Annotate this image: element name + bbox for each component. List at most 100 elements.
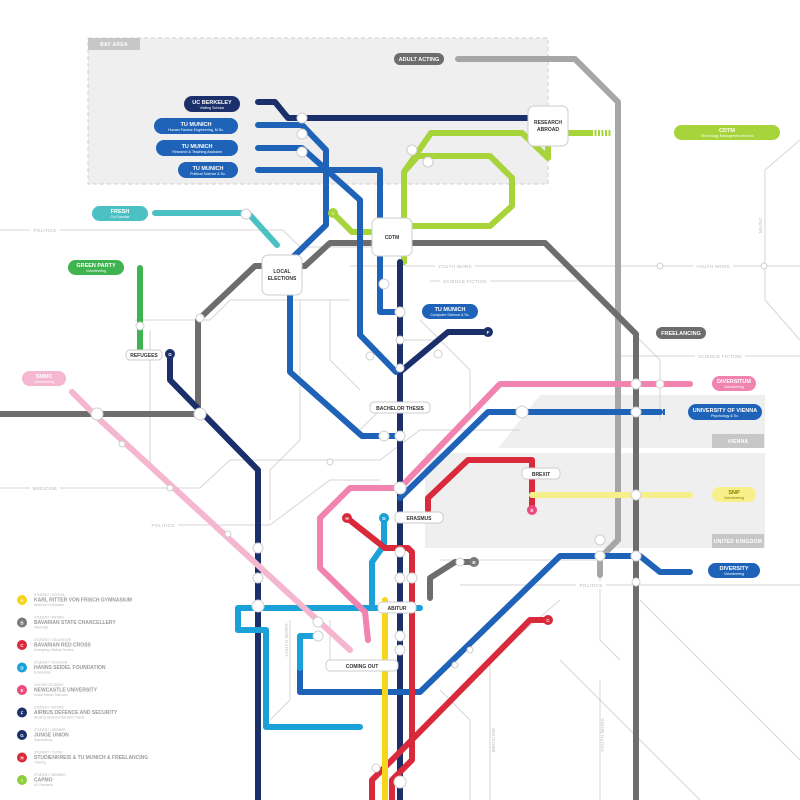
station-dot[interactable] (394, 306, 406, 318)
uk-label: UNITED KINGDOM (714, 539, 762, 545)
station-dot[interactable] (394, 572, 406, 584)
station-dot[interactable] (135, 321, 145, 331)
badge-chancellery[interactable] (469, 557, 479, 567)
station-dot[interactable] (630, 489, 642, 501)
legend-badge-letter: F (21, 711, 24, 716)
legend-badge (17, 640, 27, 650)
station-dot[interactable] (406, 144, 418, 156)
tum-cs-pill[interactable] (422, 304, 478, 319)
station-dot[interactable] (394, 644, 406, 656)
tum-2-pill[interactable] (156, 140, 238, 156)
station-dot[interactable] (451, 661, 459, 669)
station-dot[interactable] (406, 572, 418, 584)
badge-newcastle[interactable] (527, 505, 537, 515)
politics-label-2: POLITICS (152, 523, 175, 528)
station-dot[interactable] (594, 534, 606, 546)
station-dot[interactable] (326, 458, 334, 466)
station-dot[interactable] (252, 542, 264, 554)
station-dot[interactable] (395, 335, 405, 345)
badge-junge-union[interactable] (165, 349, 175, 359)
adult-acting-pill[interactable] (394, 53, 444, 65)
fresh-pill[interactable] (92, 206, 148, 221)
green-party-pill[interactable] (68, 260, 124, 275)
legend-badge-letter: H (20, 756, 23, 761)
station-dot[interactable] (394, 630, 406, 642)
badge-airbus[interactable] (483, 327, 493, 337)
station-dot[interactable] (393, 775, 407, 789)
station-dot[interactable] (224, 530, 232, 538)
station-dot[interactable] (394, 546, 406, 558)
station-dot[interactable] (631, 577, 641, 587)
station-dot[interactable] (193, 407, 207, 421)
tum-1-pill[interactable] (154, 118, 238, 134)
univ-vienna-pill[interactable] (688, 404, 762, 420)
station-dot[interactable] (371, 763, 381, 773)
badge-capmo[interactable] (328, 208, 338, 218)
station-dot[interactable] (393, 481, 407, 495)
station-dot[interactable] (655, 379, 665, 389)
refugees-tag[interactable] (125, 349, 163, 361)
badge-hss[interactable] (379, 513, 389, 523)
station-dot[interactable] (296, 128, 308, 140)
station-dot[interactable] (656, 262, 664, 270)
station-dot[interactable] (433, 349, 443, 359)
bachelor-thesis-tag[interactable] (369, 401, 431, 414)
station-dot[interactable] (630, 550, 642, 562)
research-abroad-box[interactable] (527, 105, 569, 147)
station-dot[interactable] (455, 557, 465, 567)
badge-tutoring[interactable] (543, 615, 553, 625)
diversitum-pill[interactable] (712, 376, 756, 391)
station-dot[interactable] (195, 313, 205, 323)
station-dot[interactable] (166, 484, 174, 492)
snp-pill[interactable] (712, 487, 756, 502)
station-dot[interactable] (630, 378, 642, 390)
station-dot[interactable] (630, 406, 642, 418)
uc-berkeley-pill[interactable] (184, 96, 240, 112)
station-dot[interactable] (466, 646, 474, 654)
station-dot[interactable] (422, 156, 434, 168)
station-dot[interactable] (296, 146, 308, 158)
brexit-tag[interactable] (521, 467, 561, 480)
local-elections-box[interactable] (261, 254, 303, 296)
station-dot[interactable] (594, 550, 606, 562)
legend-kicker: STUDENT / MEMBER (34, 773, 66, 777)
freelancing-pill[interactable] (656, 327, 706, 339)
station-dot[interactable] (312, 616, 324, 628)
station-dot[interactable] (312, 630, 324, 642)
diversity-pill[interactable] (708, 563, 760, 578)
station-dot[interactable] (296, 112, 308, 124)
legend-title: JUNGE UNION (34, 733, 69, 739)
station-dot[interactable] (118, 440, 126, 448)
station-dot[interactable] (90, 407, 104, 421)
cdtm-right-pill[interactable] (674, 125, 780, 140)
refugees-tag-label: REFUGEES (130, 353, 158, 359)
station-dot[interactable] (760, 262, 768, 270)
coming-out-tag[interactable] (325, 659, 399, 672)
station-dot[interactable] (378, 430, 390, 442)
station-dot[interactable] (394, 430, 406, 442)
erasmus-tag[interactable] (394, 511, 444, 524)
line-tum-blue-3 (255, 167, 403, 315)
track-labels: POLITICS YOUTH WORK YOUTH WORK SCIENCE F… (30, 217, 763, 752)
station-dot[interactable] (515, 405, 529, 419)
station-dot[interactable] (395, 363, 405, 373)
station-dot[interactable] (252, 572, 264, 584)
badge-red-cross[interactable] (342, 513, 352, 523)
station-dot[interactable] (378, 278, 390, 290)
abitur-tag[interactable] (377, 601, 417, 614)
smmc-pill[interactable] (22, 371, 66, 386)
tum-3-pill[interactable] (178, 162, 238, 178)
station-dot[interactable] (365, 351, 375, 361)
station-dot[interactable] (251, 599, 265, 613)
cdtm-box[interactable] (371, 217, 413, 257)
station-dot[interactable] (240, 208, 252, 220)
